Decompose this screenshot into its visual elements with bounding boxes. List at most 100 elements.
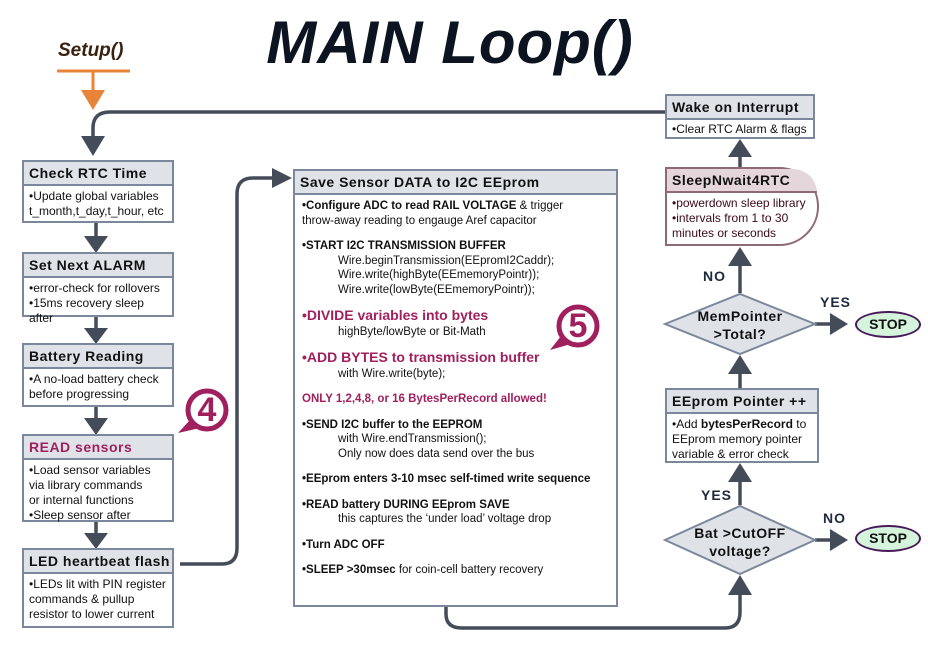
led-to-save-line [180,176,275,566]
no-label: NO [823,510,846,526]
battery-reading-box: Battery Reading •A no-load battery check… [22,343,174,407]
arrow-head [728,247,752,266]
arrow-head [728,463,752,482]
code-line: Wire.write(lowByte(EEmemoryPointr)); [338,283,535,296]
step-text: with Wire.endTransmission(); [338,433,487,445]
badge-4: 4 [197,391,217,429]
eeprom-pointer-box: EEprom Pointer ++ •Add bytesPerRecord to… [665,388,819,463]
box-line: variable & error check [672,447,789,461]
setup-label: Setup() [58,40,124,61]
arrow-head [84,533,108,549]
decision-line: MemPointer [697,308,783,324]
save-to-bat-line [444,592,742,630]
no-label: NO [703,268,726,284]
box-line: •Load sensor variables [29,463,151,477]
step-send-i2c: •SEND I2C buffer to the EEPROM [302,418,483,431]
decision-line: Bat >CutOFF [694,525,786,541]
loop-back-line [91,110,665,140]
step-start-i2c: •START I2C TRANSMISSION BUFFER [302,240,506,252]
step-text: Only now does data send over the bus [338,447,535,460]
arrow-head [84,418,108,435]
box-line: •A no-load battery check [29,372,159,386]
box-line: •intervals from 1 to 30 [672,211,789,225]
box-line: •LEDs lit with PIN register [29,577,166,591]
box-line: t_month,t_day,t_hour, etc [29,204,164,218]
step-add-bytes: •ADD BYTES to transmission buffer [302,349,540,365]
box-header: EEprom Pointer ++ [667,390,817,414]
mem-decision-text: MemPointer >Total? [665,307,815,343]
box-line: resistor to lower current [29,607,155,621]
led-heartbeat-box: LED heartbeat flash •LEDs lit with PIN r… [22,548,174,628]
sleep-wait-rtc-box: SleepNwait4RTC •powerdown sleep library•… [665,167,819,246]
save-sensor-data-box: Save Sensor DATA to I2C EEprom •Configur… [293,169,618,607]
bytes-per-record-warning: ONLY 1,2,4,8, or 16 BytesPerRecord allow… [302,393,547,405]
box-line: •Add bytesPerRecord to [672,417,812,432]
page-title: MAIN Loop() [266,9,634,76]
step-configure-adc: •Configure ADC to read RAIL VOLTAGE [302,200,517,212]
arrow-head [830,313,848,335]
box-line: •error-check for rollovers [29,281,160,295]
step-text: throw-away reading to engauge Aref capac… [302,214,537,227]
setup-arrow [57,69,130,110]
step-text: this captures the ‘under load’ voltage d… [338,513,552,525]
set-alarm-box: Set Next ALARM •error-check for rollover… [22,252,174,325]
stop-terminal: STOP [855,525,921,552]
code-line: Wire.write(highByte(EEmemoryPointr)); [338,269,540,281]
step-text: with Wire.write(byte); [338,367,446,380]
decision-line: >Total? [713,326,767,342]
text: •Add [672,417,701,431]
box-header: Check RTC Time [24,162,172,186]
box-line: •Update global variables [29,189,159,203]
step-turn-adc-off: •Turn ADC OFF [302,538,385,551]
arrow-head [81,136,105,156]
mem-decision-diamond [662,292,818,356]
box-header: LED heartbeat flash [24,550,172,574]
badge-5-shape [550,304,600,350]
step-text: & trigger [516,200,564,212]
box-line: •Clear RTC Alarm & flags [672,122,807,136]
box-line: before progressing [29,387,130,401]
decision-line: voltage? [709,543,771,559]
arrow-head [84,236,108,253]
bat-decision-diamond [662,504,818,576]
box-line: •powerdown sleep library [672,196,806,210]
bat-decision-text: Bat >CutOFF voltage? [665,524,815,560]
box-line: minutes or seconds [672,226,777,240]
box-header: Save Sensor DATA to I2C EEprom [295,171,616,195]
box-line: commands & pullup [29,592,135,606]
step-divide-variables: •DIVIDE variables into bytes [302,307,489,323]
box-header: SleepNwait4RTC [667,169,817,193]
step-eeprom-write: •EEprom enters 3-10 msec self-timed writ… [302,473,591,485]
badge-4-shape [178,388,229,433]
step-sleep: •SLEEP >30msec [302,564,396,576]
text: to [792,417,807,431]
yes-label: YES [701,487,733,503]
box-header: READ sensors [24,436,172,460]
step-read-battery: •READ battery DURING EEprom SAVE [302,498,510,511]
box-line: or internal functions [29,493,134,507]
box-line: EEprom memory pointer [672,432,803,446]
box-line: via library commands [29,478,143,492]
stop-terminal: STOP [855,311,921,338]
box-header: Set Next ALARM [24,254,172,278]
box-line: •Sleep sensor after [29,508,131,522]
yes-label: YES [820,294,852,310]
step-text: for coin-cell battery recovery [395,564,544,576]
wake-on-interrupt-box: Wake on Interrupt •Clear RTC Alarm & fla… [665,94,815,139]
text: bytesPerRecord [700,417,793,431]
box-line: •15ms recovery sleep after [29,296,144,325]
box-header: Wake on Interrupt [667,96,813,120]
arrow-head [272,168,292,188]
arrow-head [830,529,848,551]
code-line: Wire.beginTransmission(EEpromI2Caddr); [338,254,555,267]
arrow-head [728,355,752,374]
badge-5: 5 [568,307,588,345]
box-header: Battery Reading [24,345,172,369]
arrow-head [728,575,752,595]
arrow-head [728,139,752,157]
arrow-head [84,328,108,344]
